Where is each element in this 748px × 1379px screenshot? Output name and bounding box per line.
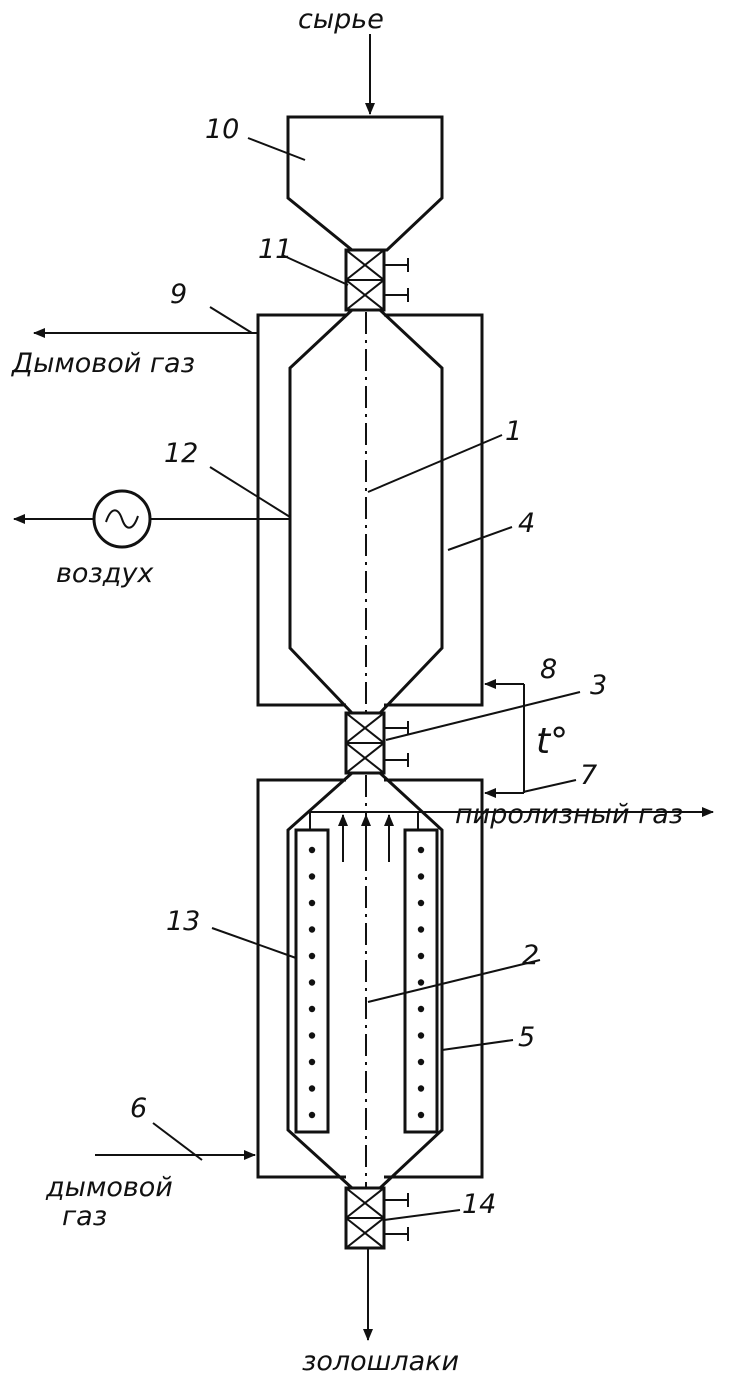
ref-6: 6	[130, 1093, 147, 1124]
lower-valve	[344, 1186, 409, 1341]
temperature-label: t°	[536, 721, 568, 762]
pipe-hole	[308, 1058, 316, 1066]
ref-11: 11	[258, 234, 292, 265]
pipe-hole	[308, 1032, 316, 1039]
pipe-hole	[417, 1058, 425, 1066]
flue-gas-in-label-line1: дымовой	[45, 1172, 173, 1203]
pipe-hole	[308, 1005, 316, 1013]
pipe-hole	[417, 1085, 425, 1092]
flue-gas-out-label: Дымовой газ	[11, 348, 195, 379]
pipe-holes	[308, 846, 425, 1119]
ref-9: 9	[170, 279, 187, 310]
middle-valve	[344, 711, 409, 775]
pipe-hole	[417, 979, 425, 986]
pipe-hole	[417, 952, 425, 960]
ref-2: 2	[522, 940, 539, 971]
air-label: воздух	[56, 558, 154, 589]
pipe-hole	[308, 979, 316, 986]
perforated-pipes	[294, 828, 439, 1134]
pipe-hole	[417, 1111, 425, 1119]
feed-label: сырье	[298, 4, 384, 35]
ref-10: 10	[205, 114, 239, 145]
pyrolysis-gas-label: пиролизный газ	[455, 799, 683, 830]
pipe-hole	[308, 899, 316, 907]
leader-lines	[152, 137, 581, 1221]
pipe-hole	[417, 873, 425, 880]
ref-4: 4	[518, 508, 535, 539]
pipe-hole	[417, 926, 425, 933]
ref-14: 14	[462, 1189, 496, 1220]
ref-1: 1	[505, 416, 522, 447]
pipe-hole	[417, 1005, 425, 1013]
ref-5: 5	[518, 1022, 535, 1053]
ref-12: 12	[164, 438, 198, 469]
pyrolysis-gas-outlet	[309, 807, 714, 862]
ref-8: 8	[540, 654, 557, 685]
feed-hopper	[286, 34, 444, 252]
ash-label: золошлаки	[302, 1346, 459, 1377]
upper-retort	[288, 308, 444, 715]
ref-7: 7	[580, 760, 597, 791]
pipe-hole	[308, 873, 316, 880]
pipe-hole	[308, 1111, 316, 1119]
pipe-hole	[417, 1032, 425, 1039]
ref-3: 3	[590, 670, 607, 701]
lower-heating-jacket	[256, 778, 484, 1179]
pipe-hole	[417, 899, 425, 907]
pipe-hole	[308, 952, 316, 960]
temperature-link	[484, 679, 525, 798]
air-fan	[13, 489, 290, 549]
flue-gas-in-label-line2: газ	[62, 1201, 107, 1232]
pipe-hole	[308, 1085, 316, 1092]
ref-13: 13	[166, 906, 200, 937]
upper-valve	[344, 248, 409, 312]
pipe-hole	[308, 926, 316, 933]
lower-chamber	[286, 771, 444, 1190]
pipe-hole	[417, 846, 425, 854]
pipe-hole	[308, 846, 316, 854]
upper-heating-jacket	[256, 313, 484, 707]
